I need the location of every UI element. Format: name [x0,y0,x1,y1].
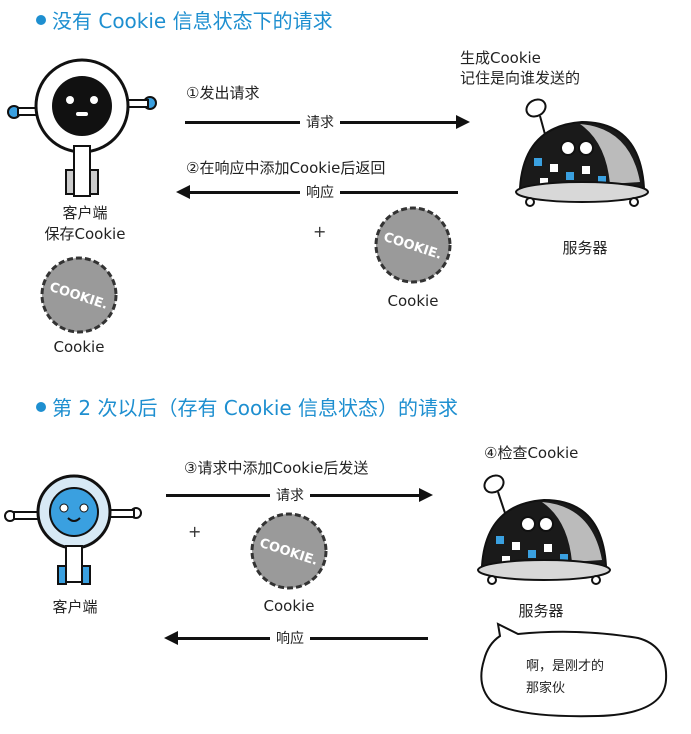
request-cookie-label: Cookie [263,597,315,615]
heading-bullet-icon [36,14,46,25]
speech-bubble-icon [480,622,668,718]
server-cookie-label: Cookie [387,292,439,310]
step4-label: ④检查Cookie [484,444,579,462]
plus-sign: + [188,522,202,541]
server-note: 生成Cookie 记住是向谁发送的 [460,48,580,88]
arrow-right-icon [456,115,470,129]
step2-label: ②在响应中添加Cookie后返回 [186,159,386,177]
client-label-line2: 保存Cookie [44,225,126,243]
section2-heading: 第 2 次以后（存有 Cookie 信息状态）的请求 [36,392,458,421]
response-arrow-tag: 响应 [300,182,340,202]
step3-label: ③请求中添加Cookie后发送 [184,459,369,477]
server-robot-icon [515,98,649,207]
server-note-line1: 生成Cookie [460,49,541,67]
server-label: 服务器 [562,239,608,257]
plus-sign: + [313,222,327,241]
arrow-left-icon [164,631,178,645]
heading-bullet-icon [36,401,46,412]
section2-heading-text: 第 2 次以后（存有 Cookie 信息状态）的请求 [52,396,459,420]
section1-heading: 没有 Cookie 信息状态下的请求 [36,5,333,34]
speech-bubble-text: 啊，是刚才的 那家伙 [526,656,604,700]
cookie-icon: COOKIE. [374,206,452,284]
section1-heading-text: 没有 Cookie 信息状态下的请求 [52,9,333,33]
arrow-right-icon [419,488,433,502]
client-label: 客户端 [52,598,98,616]
arrow-left-icon [176,185,190,199]
response-arrow-tag: 响应 [270,628,310,648]
client-cookie-label: Cookie [53,338,105,356]
client-label-line1: 客户端 [62,204,108,222]
request-arrow-tag: 请求 [300,112,340,132]
server-robot-icon [477,474,611,585]
client-robot-icon [7,58,157,197]
cookie-icon: COOKIE. [250,512,328,590]
request-arrow-tag: 请求 [270,485,310,505]
client-label: 客户端 保存Cookie [30,202,140,244]
cookie-icon: COOKIE. [40,256,118,334]
server-label: 服务器 [518,602,564,620]
step1-label: ①发出请求 [186,84,260,102]
client-robot-icon [4,474,142,585]
bubble-line1: 啊，是刚才的 [526,659,605,674]
bubble-line2: 那家伙 [526,681,566,696]
server-note-line2: 记住是向谁发送的 [460,69,581,87]
